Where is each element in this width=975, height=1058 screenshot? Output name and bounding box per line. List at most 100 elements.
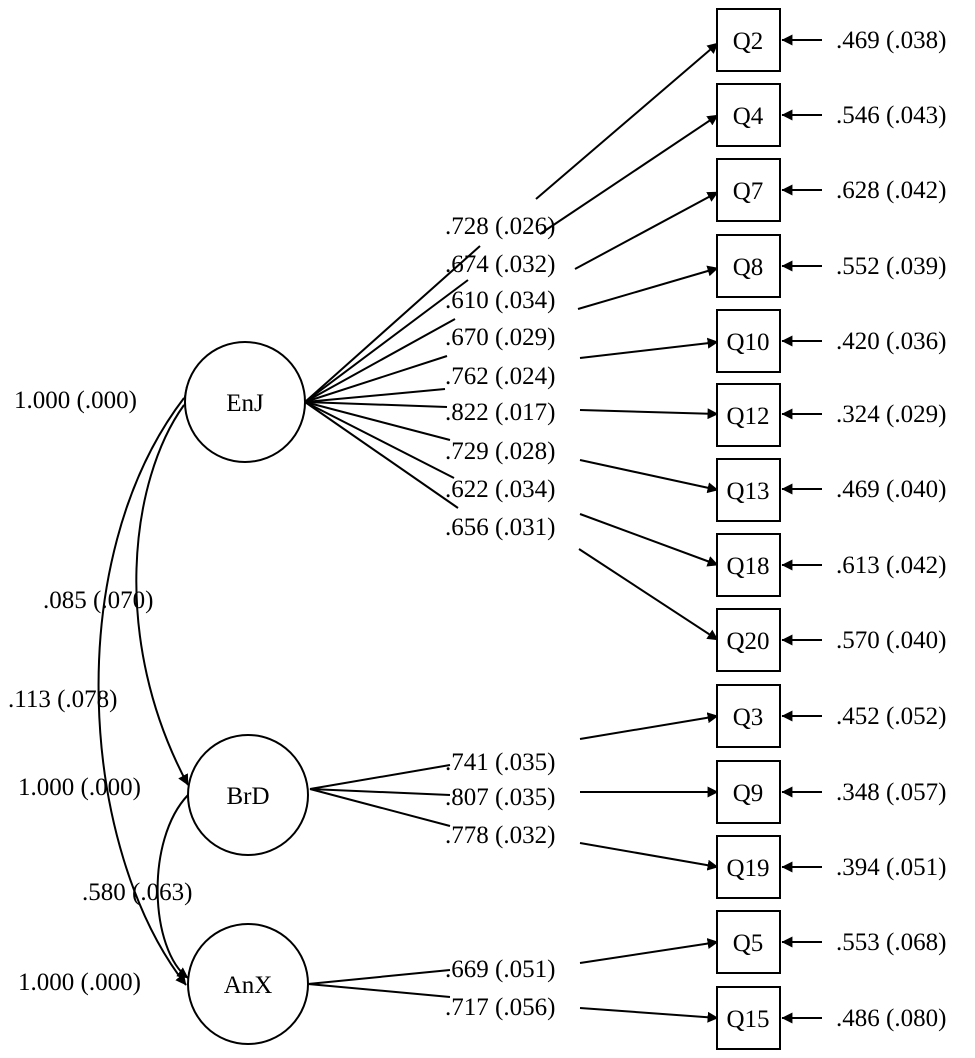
fan-line-enj-6 [304,401,448,408]
indicator-q9: Q9 .807 (.035) .348 (.057) [445,760,946,824]
loading-label-q3: .741 (.035) [445,749,555,776]
residual-label-q2: .469 (.038) [836,27,946,54]
fan-line-enj-7 [304,401,451,441]
residual-label-q15: .486 (.080) [836,1005,946,1032]
indicator-box-q10 [716,309,781,373]
indicator-q18: Q18 .622 (.034) .613 (.042) [445,476,946,597]
residual-label-q10: .420 (.036) [836,328,946,355]
loading-path-q8 [577,265,719,310]
loading-path-q5 [307,969,451,985]
loading-path-q13 [579,459,719,494]
indicator-box-q18 [716,533,781,597]
indicator-label-q20: Q20 [726,628,769,655]
residual-label-q7: .628 (.042) [836,177,946,204]
indicator-box-q9 [716,760,781,824]
loading-label-q13: .729 (.028) [445,438,555,465]
latent-circle-enj [184,341,306,463]
loading-path-q20 [578,548,719,641]
residual-label-q20: .570 (.040) [836,627,946,654]
latent-enj: EnJ [184,341,306,463]
loading-label-q10: .762 (.024) [445,363,555,390]
loading-path-q9 [309,788,451,796]
residual-label-q19: .394 (.051) [836,854,946,881]
latent-label-brd: BrD [226,783,269,810]
loading-label-q8: .670 (.029) [445,324,555,351]
correlation-label-enj-anx: .113 (.078) [8,686,117,713]
loading-path-q19-b [579,842,719,871]
loading-path-q7 [574,191,719,270]
loading-path-q4 [539,114,719,235]
residual-label-q3: .452 (.052) [836,703,946,730]
indicator-box-q4 [716,83,781,147]
loading-label-q4: .674 (.032) [445,251,555,278]
indicator-box-q12 [716,383,781,447]
indicator-q19: Q19 .778 (.032) .394 (.051) [445,822,946,899]
indicator-q15: Q15 .717 (.056) .486 (.080) [445,986,946,1050]
indicator-box-q13 [716,458,781,522]
indicator-box-q3 [716,684,781,748]
indicator-label-q7: Q7 [733,178,764,205]
loading-label-q15: .717 (.056) [445,994,555,1021]
loading-paths [304,42,719,1023]
residual-label-q8: .552 (.039) [836,253,946,280]
latent-circle-anx [187,923,309,1045]
loading-label-q12: .822 (.017) [445,399,555,426]
indicator-q10: Q10 .762 (.024) .420 (.036) [445,309,946,390]
indicator-q4: Q4 .674 (.032) .546 (.043) [445,83,946,278]
residual-label-q4: .546 (.043) [836,102,946,129]
correlation-path-enj-anx [97,386,195,986]
indicator-label-q10: Q10 [726,329,769,356]
latent-circle-brd [187,734,309,856]
loading-path-q15-b [579,1007,719,1023]
indicator-q12: Q12 .822 (.017) .324 (.029) [445,383,946,447]
fan-line-enj-4 [304,355,448,403]
indicator-label-q4: Q4 [733,103,764,130]
residual-label-q18: .613 (.042) [836,552,946,579]
correlation-label-brd-anx: .580 (.063) [82,879,192,906]
residual-label-q9: .348 (.057) [836,779,946,806]
indicator-q13: Q13 .729 (.028) .469 (.040) [445,438,946,522]
correlation-path-brd-anx [156,783,200,979]
correlation-paths [97,386,200,986]
loading-path-q2 [535,42,719,200]
fan-line-enj-3 [304,318,456,403]
indicator-q5: Q5 .669 (.051) .553 (.068) [445,910,946,983]
residual-label-q5: .553 (.068) [836,929,946,956]
indicator-box-q5 [716,910,781,974]
indicator-box-q20 [716,608,781,672]
indicator-box-q2 [716,8,781,72]
latent-label-enj: EnJ [226,390,264,417]
indicator-label-q18: Q18 [726,553,769,580]
indicator-label-q5: Q5 [733,930,764,957]
indicator-label-q13: Q13 [726,478,769,505]
residual-label-q12: .324 (.029) [836,401,946,428]
loading-label-q20: .656 (.031) [445,514,555,541]
latent-anx: AnX [187,923,309,1045]
indicator-label-q19: Q19 [726,855,769,882]
fan-line-enj-2 [304,279,469,403]
loading-label-q9: .807 (.035) [445,784,555,811]
indicator-box-q15 [716,986,781,1050]
fan-line-enj-5 [304,388,446,403]
loading-label-q19: .778 (.032) [445,822,555,849]
indicator-label-q15: Q15 [726,1006,769,1033]
indicator-box-q19 [716,835,781,899]
indicator-q8: Q8 .670 (.029) .552 (.039) [445,234,946,351]
indicator-box-q7 [716,158,781,222]
indicator-q3: Q3 .741 (.035) .452 (.052) [445,684,946,776]
loading-label-q7: .610 (.034) [445,287,555,314]
loading-path-q5-b [579,938,719,964]
indicator-label-q8: Q8 [733,254,764,281]
loading-path-q3 [309,764,451,790]
loading-path-q12 [579,408,719,420]
variance-label-anx: 1.000 (.000) [18,969,141,996]
indicator-label-q2: Q2 [733,28,764,55]
loading-path-q10 [579,337,719,359]
residual-label-q13: .469 (.040) [836,476,946,503]
loading-path-q3-b [579,712,719,740]
residual-paths [781,34,822,1024]
indicator-label-q9: Q9 [733,780,764,807]
fan-line-enj-8 [304,401,455,479]
loading-label-q5: .669 (.051) [445,956,555,983]
